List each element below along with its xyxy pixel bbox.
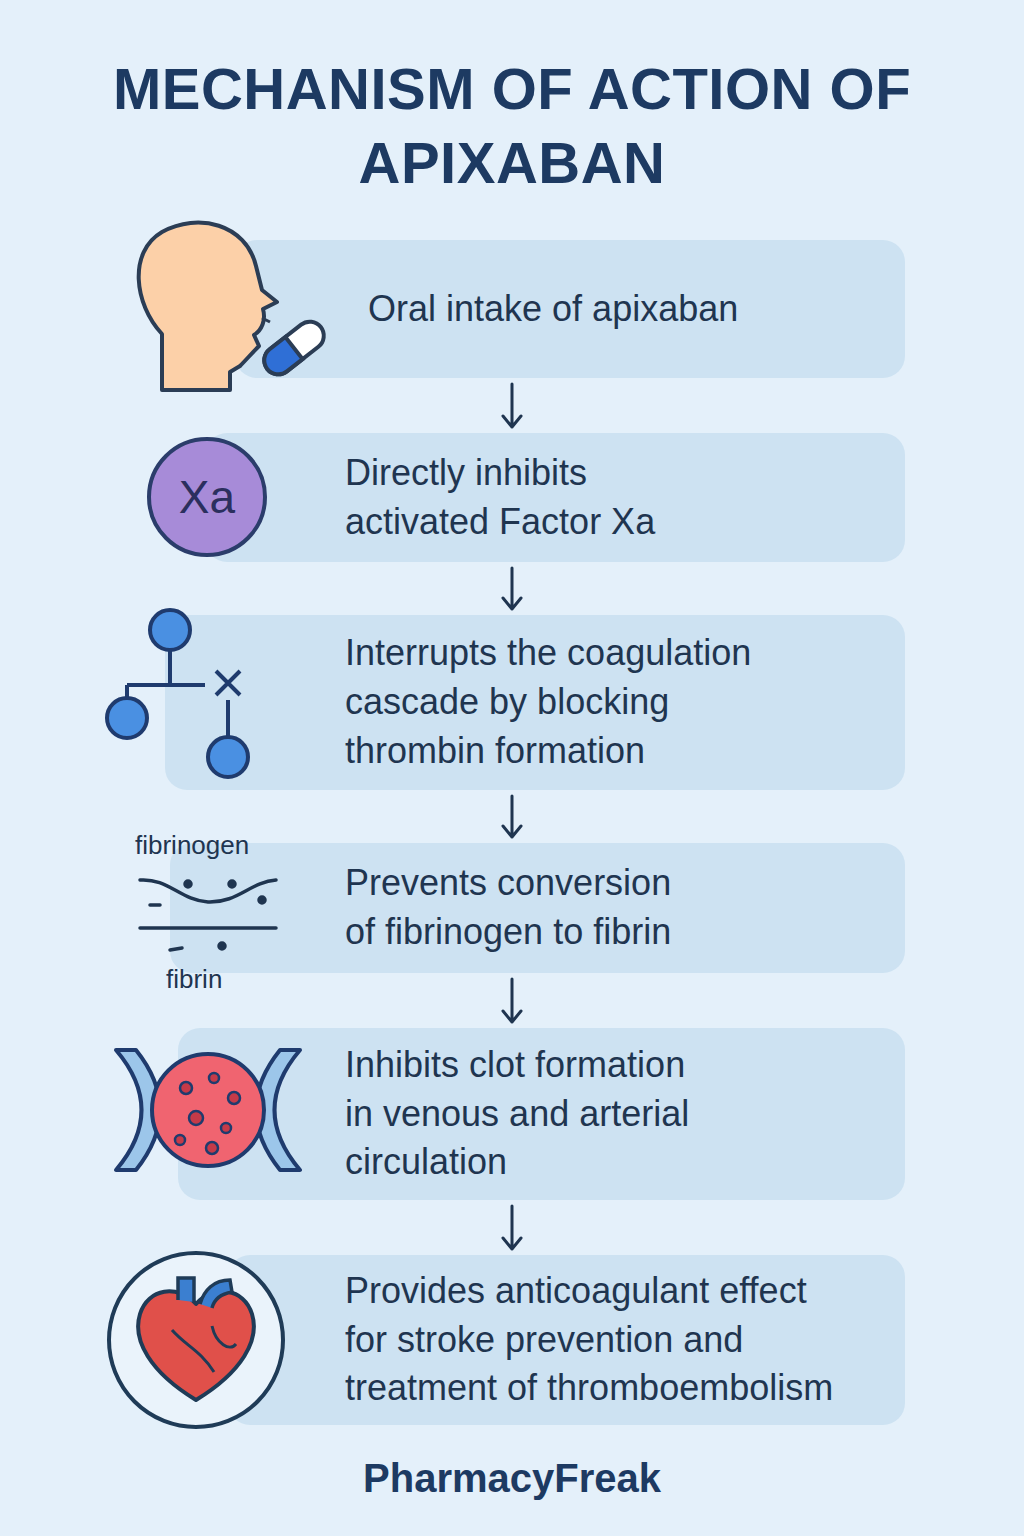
step-text: Interrupts the coagulation cascade by bl…: [345, 629, 785, 776]
step-box: Prevents conversion of fibrinogen to fib…: [170, 843, 905, 973]
flow-arrow: [503, 384, 521, 427]
step-box: Directly inhibits activated Factor Xa: [205, 433, 905, 562]
step-box: Oral intake of apixaban: [235, 240, 905, 378]
flow-arrow: [503, 979, 521, 1022]
icon-label: fibrinogen: [135, 830, 249, 861]
step-box: Inhibits clot formation in venous and ar…: [178, 1028, 905, 1200]
step-text: Prevents conversion of fibrinogen to fib…: [345, 859, 690, 957]
step-box: Interrupts the coagulation cascade by bl…: [165, 615, 905, 790]
flow-arrow: [503, 568, 521, 609]
step-text: Directly inhibits activated Factor Xa: [345, 449, 685, 547]
watermark: PharmacyFreak: [0, 1456, 1024, 1501]
step-box: Provides anticoagulant effect for stroke…: [228, 1255, 905, 1425]
icon-label: fibrin: [166, 964, 222, 995]
flow-arrow: [503, 1206, 521, 1249]
title: MECHANISM OF ACTION OF APIXABAN: [40, 52, 984, 200]
factor-circle: Xa: [147, 437, 267, 557]
step-text: Provides anticoagulant effect for stroke…: [345, 1267, 845, 1414]
flow-arrow: [503, 796, 521, 837]
factor-symbol: Xa: [179, 474, 235, 520]
step-text: Inhibits clot formation in venous and ar…: [345, 1041, 705, 1188]
step-text: Oral intake of apixaban: [368, 285, 888, 334]
